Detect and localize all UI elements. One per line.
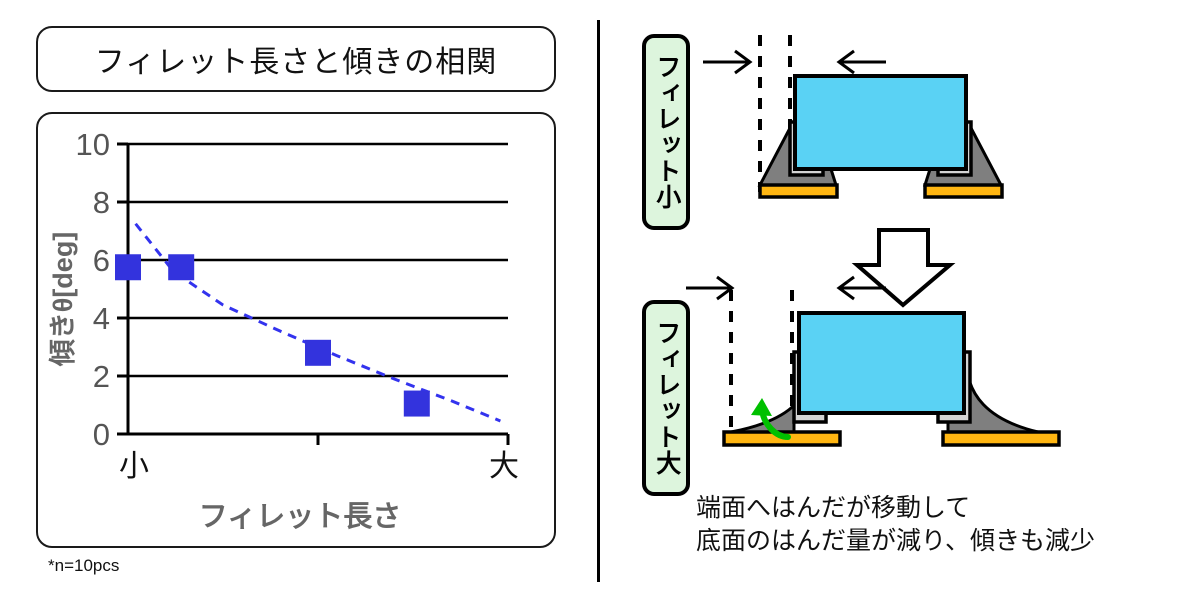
right-diagram-panel: フィレット小 フィレット大 bbox=[598, 0, 1200, 600]
chart-gridlines bbox=[117, 142, 508, 436]
dimension-arrow-small bbox=[703, 49, 886, 75]
transition-down-arrow bbox=[851, 228, 956, 308]
pad-right-small bbox=[923, 183, 1004, 199]
solder-fillet-right-large bbox=[946, 356, 1039, 434]
panel-divider bbox=[597, 20, 600, 582]
label-fillet-large: フィレット大 bbox=[642, 300, 690, 496]
chart-y-tick-label: 4 bbox=[93, 301, 110, 336]
chart-xtick-large: 大 bbox=[489, 450, 519, 483]
chart-y-axis-title: 傾きθ[deg] bbox=[48, 232, 78, 368]
termination-right-small bbox=[936, 120, 973, 177]
chart-data-point bbox=[403, 390, 430, 417]
label-fillet-small: フィレット小 bbox=[642, 34, 690, 230]
solder-fillet-left-small bbox=[757, 126, 839, 187]
chart-graphic: 0 2 4 6 8 10 小 大 フィレット長さ bbox=[38, 114, 558, 550]
pad-left-small bbox=[758, 183, 839, 199]
solder-migration-arrow bbox=[751, 398, 791, 440]
pad-left-large bbox=[722, 430, 842, 447]
solder-fillet-right-small bbox=[922, 126, 1004, 187]
chart-xtick-small: 小 bbox=[119, 450, 149, 483]
chart-y-tick-label: 6 bbox=[93, 243, 110, 278]
chart-y-tick-label: 10 bbox=[76, 127, 110, 162]
chart-y-tick-label: 2 bbox=[93, 359, 110, 394]
chart-trendline bbox=[134, 222, 501, 423]
chart-frame: 0 2 4 6 8 10 小 大 フィレット長さ bbox=[36, 112, 556, 548]
dimension-arrow-large bbox=[686, 275, 886, 301]
termination-left-large bbox=[792, 350, 828, 424]
solder-fillet-left-large bbox=[730, 356, 814, 434]
chart-footnote: *n=10pcs bbox=[48, 556, 120, 575]
chart-data-point bbox=[115, 254, 141, 281]
pad-right-large bbox=[941, 430, 1061, 447]
page-title: フィレット長さと傾きの相関 bbox=[94, 46, 498, 79]
label-fillet-large-text: フィレット大 bbox=[652, 320, 681, 476]
scatter-chart-svg: 0 2 4 6 8 10 小 大 フィレット長さ bbox=[48, 127, 519, 533]
chart-data-points bbox=[115, 254, 430, 417]
component-body-small bbox=[793, 74, 968, 171]
left-chart-panel: フィレット長さと傾きの相関 0 2 4 6 8 10 bbox=[0, 0, 598, 600]
diagram-caption: 端面へはんだが移動して 底面のはんだ量が減り、傾きも減少 bbox=[696, 494, 1096, 555]
label-fillet-small-text: フィレット小 bbox=[652, 54, 681, 210]
diagram-small-fillet bbox=[703, 35, 1004, 199]
chart-data-point bbox=[305, 339, 331, 366]
chart-y-tick-label: 8 bbox=[93, 185, 110, 220]
termination-left-small bbox=[788, 120, 825, 177]
chart-y-tick-labels: 0 2 4 6 8 10 bbox=[76, 127, 110, 452]
chart-data-point bbox=[168, 254, 195, 281]
chart-y-tick-label: 0 bbox=[93, 417, 110, 452]
component-body-large bbox=[797, 311, 966, 415]
chart-x-axis-title: フィレット長さ bbox=[199, 501, 401, 533]
chart-title-box: フィレット長さと傾きの相関 bbox=[36, 26, 556, 92]
termination-right-large bbox=[936, 350, 972, 424]
diagram-large-fillet bbox=[686, 275, 1061, 447]
